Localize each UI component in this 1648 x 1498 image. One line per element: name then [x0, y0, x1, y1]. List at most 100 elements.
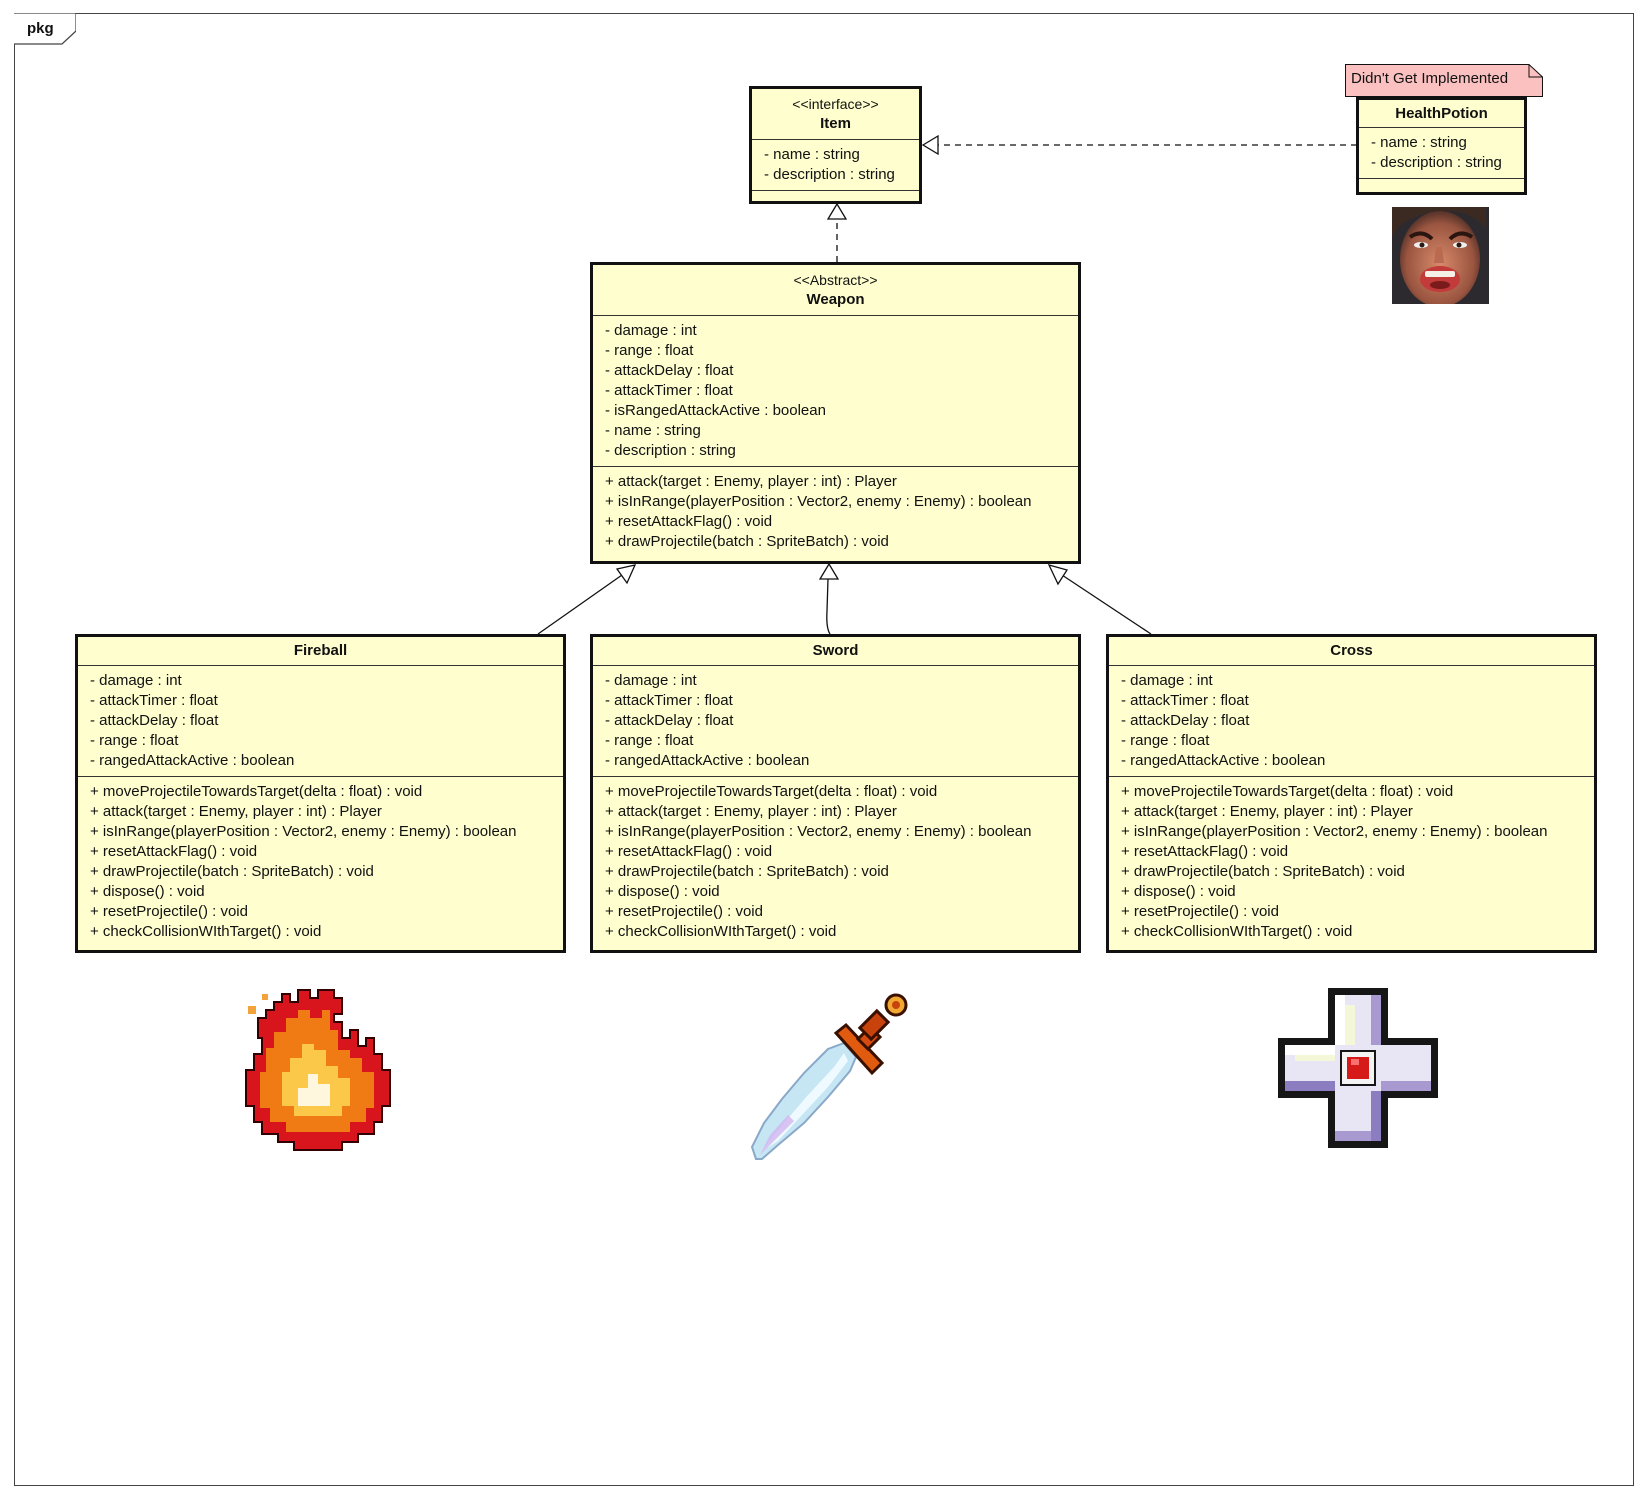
- method: + moveProjectileTowardsTarget(delta : fl…: [605, 783, 938, 800]
- class-stereotype: <<interface>>: [792, 96, 879, 112]
- attribute: - attackDelay : float: [90, 712, 219, 729]
- attribute: - rangedAttackActive : boolean: [1121, 752, 1326, 769]
- class-name: HealthPotion: [1395, 105, 1488, 122]
- sword-sprite: [750, 993, 908, 1160]
- attributes-section: - damage : int - attackTimer : float - a…: [78, 666, 563, 777]
- class-header: Sword: [593, 637, 1078, 666]
- class-name: Weapon: [806, 291, 865, 308]
- method: + resetProjectile() : void: [1121, 903, 1279, 920]
- attribute: - rangedAttackActive : boolean: [605, 752, 810, 769]
- class-weapon[interactable]: <<Abstract>> Weapon - damage : int - ran…: [590, 262, 1081, 564]
- methods-section: [752, 191, 919, 197]
- attributes-section: - damage : int - range : float - attackD…: [593, 316, 1078, 467]
- attribute: - attackDelay : float: [605, 362, 734, 379]
- attribute: - damage : int: [605, 672, 697, 689]
- class-name: Sword: [812, 642, 859, 659]
- fireball-extends-weapon-arrowhead: [615, 564, 637, 585]
- attribute: - description : string: [605, 442, 736, 459]
- attribute: - name : string: [605, 422, 701, 439]
- method: + drawProjectile(batch : SpriteBatch) : …: [605, 863, 889, 880]
- method: + isInRange(playerPosition : Vector2, en…: [605, 823, 1032, 840]
- class-item[interactable]: <<interface>> Item - name : string - des…: [749, 86, 922, 204]
- healthpotion-realizes-item-arrowhead: [921, 134, 939, 156]
- method: + resetAttackFlag() : void: [90, 843, 258, 860]
- attribute: - attackTimer : float: [605, 382, 733, 399]
- fireball-sprite: [245, 989, 391, 1151]
- method: + isInRange(playerPosition : Vector2, en…: [1121, 823, 1548, 840]
- method: + checkCollisionWIthTarget() : void: [90, 923, 322, 940]
- attribute: - damage : int: [605, 322, 697, 339]
- attribute: - damage : int: [1121, 672, 1213, 689]
- method: + resetAttackFlag() : void: [1121, 843, 1289, 860]
- class-fireball[interactable]: Fireball - damage : int - attackTimer : …: [75, 634, 566, 953]
- attribute: - attackTimer : float: [605, 692, 733, 709]
- attribute: - range : float: [1121, 732, 1210, 749]
- method: + dispose() : void: [1121, 883, 1236, 900]
- cross-extends-weapon-arrowhead: [1047, 563, 1069, 586]
- cross-extends-weapon-line: [1061, 574, 1152, 635]
- package-tab: [14, 13, 76, 45]
- method: + attack(target : Enemy, player : int) :…: [1121, 803, 1413, 820]
- sword-extends-weapon-arrowhead: [818, 562, 840, 580]
- attributes-section: - damage : int - attackTimer : float - a…: [1109, 666, 1594, 777]
- attributes-section: - name : string - description : string: [1359, 128, 1524, 179]
- attribute: - range : float: [605, 342, 694, 359]
- method: + attack(target : Enemy, player : int) :…: [90, 803, 382, 820]
- method: + dispose() : void: [90, 883, 205, 900]
- package-label: pkg: [27, 20, 54, 37]
- method: + drawProjectile(batch : SpriteBatch) : …: [605, 533, 889, 550]
- method: + isInRange(playerPosition : Vector2, en…: [605, 493, 1032, 510]
- method: + dispose() : void: [605, 883, 720, 900]
- attributes-section: - damage : int - attackTimer : float - a…: [593, 666, 1078, 777]
- attribute: - isRangedAttackActive : boolean: [605, 402, 826, 419]
- class-header: HealthPotion: [1359, 100, 1524, 128]
- attribute: - range : float: [90, 732, 179, 749]
- method: + drawProjectile(batch : SpriteBatch) : …: [1121, 863, 1405, 880]
- attribute: - attackDelay : float: [1121, 712, 1250, 729]
- attribute: - description : string: [764, 166, 895, 183]
- sword-extends-weapon-line: [826, 578, 831, 635]
- class-sword[interactable]: Sword - damage : int - attackTimer : flo…: [590, 634, 1081, 953]
- method: + resetAttackFlag() : void: [605, 513, 773, 530]
- class-healthpotion[interactable]: HealthPotion - name : string - descripti…: [1356, 97, 1527, 195]
- weapon-realizes-item-arrowhead: [826, 202, 848, 220]
- methods-section: + moveProjectileTowardsTarget(delta : fl…: [78, 777, 563, 947]
- attribute: - damage : int: [90, 672, 182, 689]
- note-text: Didn't Get Implemented: [1351, 70, 1509, 87]
- method: + moveProjectileTowardsTarget(delta : fl…: [1121, 783, 1454, 800]
- angry-face-image: [1392, 207, 1489, 304]
- package-frame: [14, 13, 1634, 1486]
- methods-section: + moveProjectileTowardsTarget(delta : fl…: [593, 777, 1078, 947]
- class-stereotype: <<Abstract>>: [793, 272, 878, 288]
- class-header: Cross: [1109, 637, 1594, 666]
- method: + resetAttackFlag() : void: [605, 843, 773, 860]
- methods-section: + attack(target : Enemy, player : int) :…: [593, 467, 1078, 557]
- method: + checkCollisionWIthTarget() : void: [1121, 923, 1353, 940]
- method: + moveProjectileTowardsTarget(delta : fl…: [90, 783, 423, 800]
- class-name: Item: [820, 115, 851, 132]
- methods-section: + moveProjectileTowardsTarget(delta : fl…: [1109, 777, 1594, 947]
- method: + isInRange(playerPosition : Vector2, en…: [90, 823, 517, 840]
- attribute: - range : float: [605, 732, 694, 749]
- class-header: <<Abstract>> Weapon: [593, 265, 1078, 316]
- cross-sprite: [1278, 988, 1438, 1148]
- attribute: - attackTimer : float: [1121, 692, 1249, 709]
- class-name: Fireball: [293, 642, 348, 659]
- method: + attack(target : Enemy, player : int) :…: [605, 803, 897, 820]
- class-header: Fireball: [78, 637, 563, 666]
- class-name: Cross: [1330, 642, 1373, 659]
- attribute: - name : string: [1371, 134, 1467, 151]
- attribute: - description : string: [1371, 154, 1502, 171]
- attributes-section: - name : string - description : string: [752, 140, 919, 191]
- method: + drawProjectile(batch : SpriteBatch) : …: [90, 863, 374, 880]
- class-header: <<interface>> Item: [752, 89, 919, 140]
- method: + checkCollisionWIthTarget() : void: [605, 923, 837, 940]
- method: + resetProjectile() : void: [90, 903, 248, 920]
- fireball-extends-weapon-line: [537, 574, 623, 635]
- attribute: - rangedAttackActive : boolean: [90, 752, 295, 769]
- class-cross[interactable]: Cross - damage : int - attackTimer : flo…: [1106, 634, 1597, 953]
- attribute: - attackTimer : float: [90, 692, 218, 709]
- attribute: - attackDelay : float: [605, 712, 734, 729]
- attribute: - name : string: [764, 146, 860, 163]
